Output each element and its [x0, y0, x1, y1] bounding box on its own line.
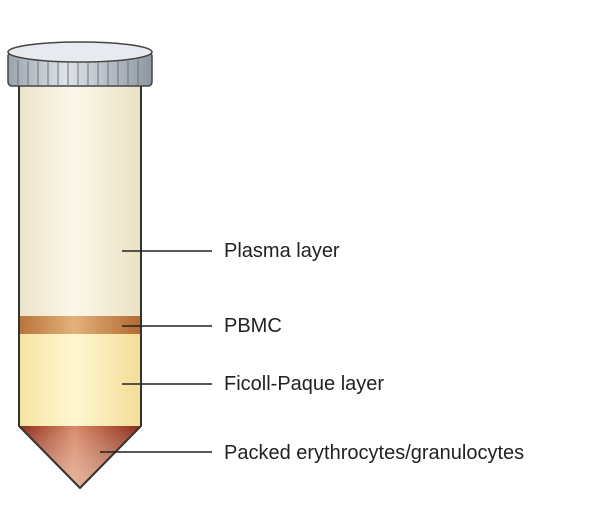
- ficoll-layer: [19, 334, 141, 426]
- plasma-layer-label: Plasma layer: [224, 240, 340, 262]
- packed-cells-label: Packed erythrocytes/granulocytes: [224, 442, 525, 464]
- packed-cells-highlight: [19, 426, 141, 488]
- pbmc-label: PBMC: [224, 315, 282, 337]
- tube-cap: [7, 41, 153, 87]
- plasma-layer: [19, 82, 141, 316]
- tube-outline: [18, 80, 142, 489]
- pbmc-layer: [19, 316, 141, 334]
- ficoll-layer-label: Ficoll-Paque layer: [224, 373, 385, 395]
